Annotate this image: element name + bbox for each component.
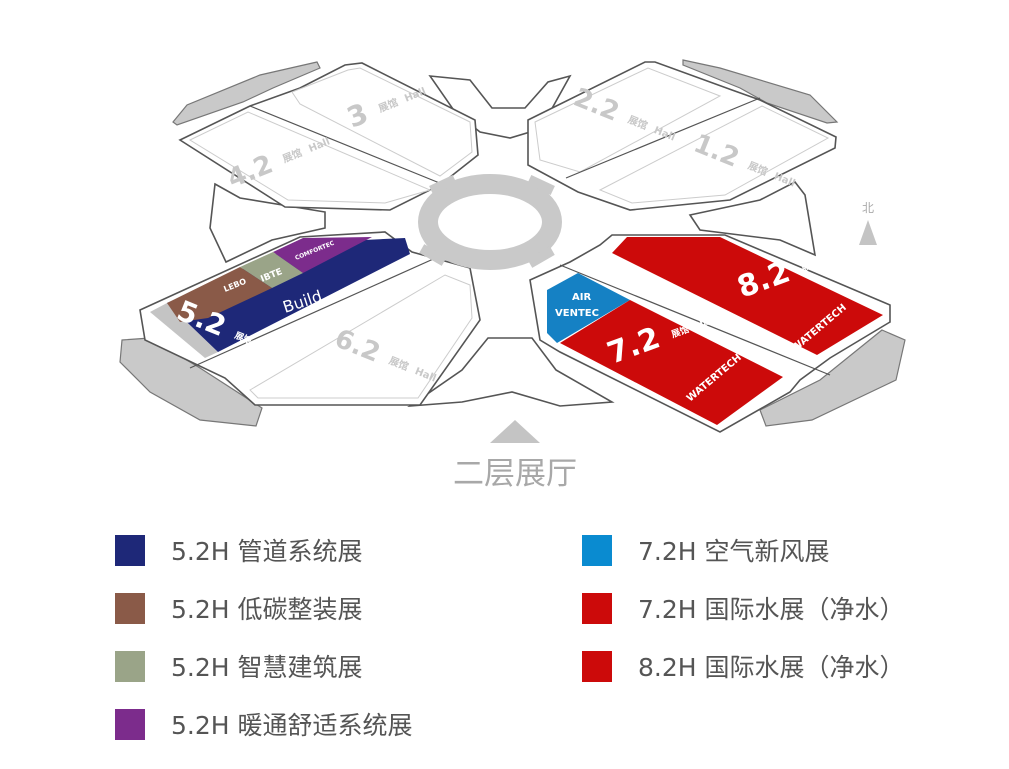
legend-swatch: [582, 650, 612, 682]
zone-watertech-7-2: [560, 300, 783, 425]
legend-item-water-7-2: 7.2H 国际水展（净水）: [582, 590, 905, 626]
legend-item-water-8-2: 8.2H 国际水展（净水）: [582, 648, 905, 684]
corner-area-bottom-right: [759, 329, 906, 427]
north-arrow-icon: [859, 220, 877, 245]
floor-map: 3 展馆 Hall 4.2 展馆 Hall 2.2 展馆 Hall 1.2 展馆…: [119, 59, 906, 492]
legend-swatch: [115, 708, 145, 740]
zone-hvac: [273, 237, 372, 273]
legend-item-hvac: 5.2H 暖通舒适系统展: [115, 706, 413, 742]
legend-swatch: [115, 534, 145, 566]
corridor-left: [209, 182, 326, 264]
svg-text:Hall: Hall: [825, 249, 847, 265]
legend-label: 5.2H 管道系统展: [171, 537, 363, 566]
legend-item-pipe-systems: 5.2H 管道系统展: [115, 532, 363, 568]
corner-area-top-right: [682, 59, 839, 124]
ventec-logo: VENTEC: [555, 308, 599, 319]
block-top-right: [527, 61, 837, 211]
legend-swatch: [582, 534, 612, 566]
corner-area-top-left: [172, 61, 321, 126]
corridor-right: [688, 180, 817, 257]
zone-low-carbon: [167, 267, 272, 322]
legend-item-low-carbon: 5.2H 低碳整装展: [115, 590, 363, 626]
legend-swatch: [582, 592, 612, 624]
entrance-arrow-icon: [490, 420, 540, 443]
corridor-bottom: [407, 337, 615, 408]
zone-air-ventec: [547, 273, 630, 343]
legend-item-smart-building: 5.2H 智慧建筑展: [115, 648, 363, 684]
central-plaza-ring: [418, 174, 562, 270]
svg-text:展馆: 展馆: [800, 257, 821, 274]
north-label: 北: [862, 201, 874, 215]
zone-watertech-8-2: [612, 237, 883, 355]
air-logo: AIR: [572, 292, 591, 303]
legend-item-air-ventec: 7.2H 空气新风展: [582, 532, 830, 568]
zone-smart-building: [240, 252, 303, 288]
legend-label: 7.2H 空气新风展: [638, 537, 830, 566]
legend-swatch: [115, 592, 145, 624]
legend-label: 5.2H 低碳整装展: [171, 595, 363, 624]
legend-label: 5.2H 暖通舒适系统展: [171, 711, 413, 740]
legend-label: 8.2H 国际水展（净水）: [638, 653, 905, 682]
legend-label: 5.2H 智慧建筑展: [171, 653, 363, 682]
zone-pipe-systems: [167, 238, 410, 352]
legend-swatch: [115, 650, 145, 682]
legend-label: 7.2H 国际水展（净水）: [638, 595, 905, 624]
block-top-left: [178, 62, 479, 211]
floor-label: 二层展厅: [453, 456, 577, 492]
zone-5-2-gray: [150, 303, 218, 358]
